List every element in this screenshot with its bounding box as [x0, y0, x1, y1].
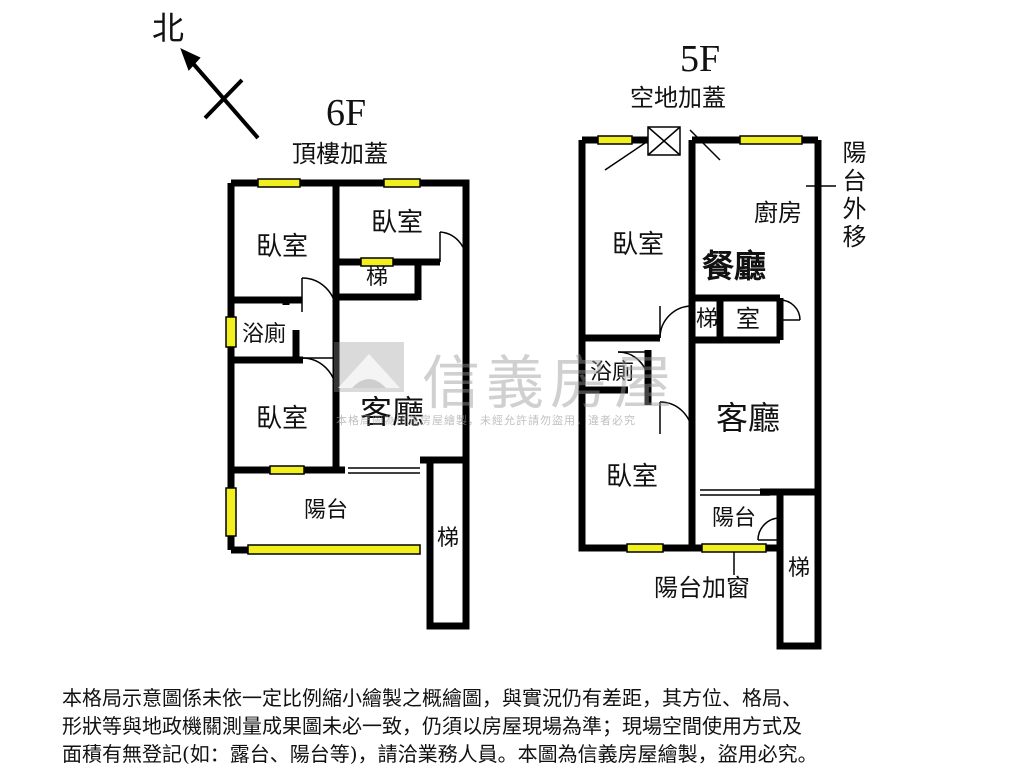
room-label-6f-living: 客廳 — [360, 393, 425, 431]
room-label-6f-stair-small: 梯 — [366, 265, 389, 290]
room-label-5f-bedroom-n: 臥室 — [612, 230, 665, 260]
room-label-5f-stair: 梯 — [788, 556, 811, 581]
disclaimer-line-1: 本格局示意圖係未依一定比例縮小繪製之概繪圖，與實況仍有差距，其方位、格局、 — [62, 686, 802, 710]
room-label-5f-kitchen: 廚房 — [754, 199, 802, 227]
room-label-5f-room-small: 室 — [736, 305, 760, 333]
disclaimer-line-2: 形狀等與地政機關測量成果圖未必一致，仍須以房屋現場為準；現場空間使用方式及 — [62, 714, 802, 738]
floor-6f-doors — [301, 231, 467, 474]
room-label-5f-stair-small: 梯 — [696, 307, 719, 332]
room-label-5f-balcony: 陽台 — [712, 506, 757, 531]
room-label-5f-dining: 餐廳 — [702, 247, 767, 285]
disclaimer-line-3: 面積有無登記(如：露台、陽台等)，請洽業務人員。本圖為信義房屋繪製，盜用必究。 — [62, 742, 818, 766]
room-label-6f-balcony: 陽台 — [304, 498, 349, 523]
floor-6f-subtitle: 頂樓加蓋 — [292, 140, 388, 168]
floor-5f-doors — [617, 185, 836, 575]
floor-5f-title: 5F — [680, 38, 721, 80]
room-label-6f-stair: 梯 — [437, 526, 460, 551]
room-label-6f-bath: 浴廁 — [242, 322, 287, 347]
north-label: 北 — [152, 9, 185, 47]
floor-5f-subtitle: 空地加蓋 — [630, 84, 726, 112]
floor-plan-drawing — [180, 48, 836, 650]
room-label-6f-bedroom-sw: 臥室 — [256, 404, 309, 434]
room-label-6f-bedroom-ne: 臥室 — [371, 208, 424, 238]
floor-6f-title: 6F — [326, 92, 367, 134]
floor-6f-windows — [225, 178, 421, 555]
room-label-5f-living: 客廳 — [716, 399, 781, 437]
floor-5f-skylight — [604, 126, 721, 171]
note-balcony-window: 陽台加窗 — [654, 574, 750, 602]
disclaimer-text: 本格局示意圖係未依一定比例縮小繪製之概繪圖，與實況仍有差距，其方位、格局、 形狀… — [62, 684, 992, 768]
room-label-5f-bath: 浴廁 — [590, 360, 635, 385]
note-balcony-moved: 陽台外移 — [838, 140, 866, 252]
room-label-6f-bedroom-nw: 臥室 — [256, 232, 309, 262]
floor-5f-walls — [578, 136, 822, 650]
room-label-5f-bedroom-s: 臥室 — [606, 462, 659, 492]
north-arrow-icon — [180, 48, 260, 140]
